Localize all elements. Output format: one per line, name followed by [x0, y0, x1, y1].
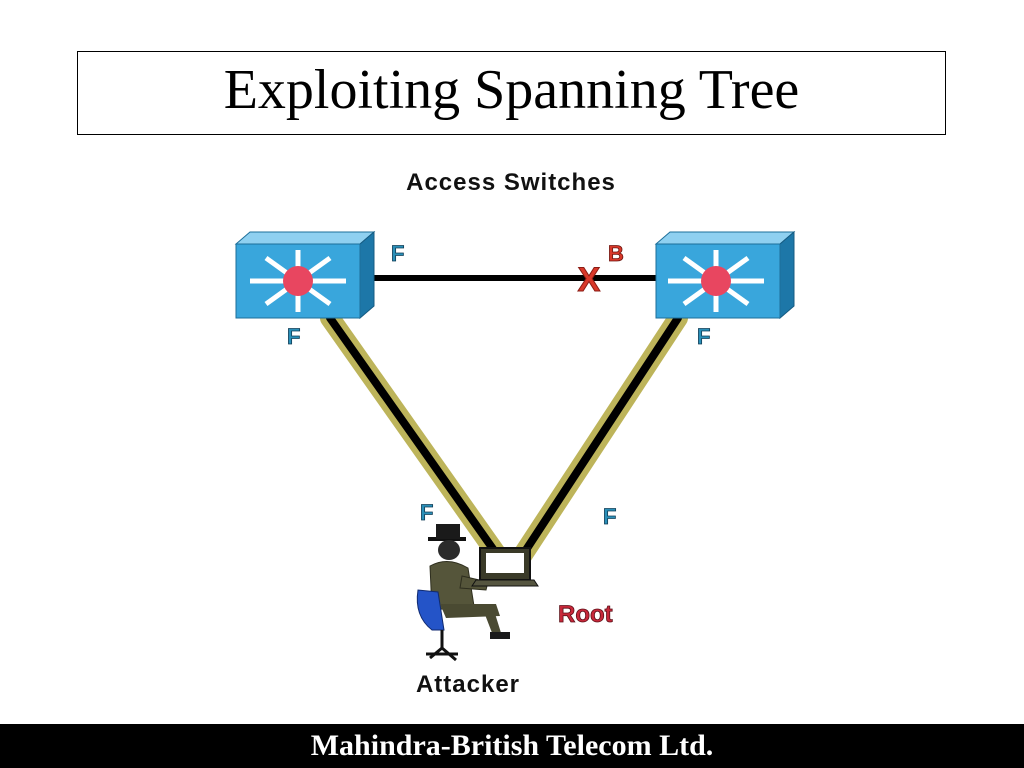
right-trunk-inner [518, 314, 682, 560]
footer-text: Mahindra-British Telecom Ltd. [310, 729, 714, 762]
laptop-icon [471, 547, 539, 587]
left-switch [234, 230, 376, 320]
trunk-links [320, 308, 688, 566]
port-label-left-switch-bottom: F [287, 324, 300, 349]
attacker-label: Attacker [416, 671, 520, 698]
port-label-attacker-right: F [603, 504, 616, 529]
port-label-right-switch-top: B [608, 241, 624, 266]
left-trunk-inner [326, 314, 502, 560]
port-label-attacker-left: F [420, 500, 433, 525]
blocked-port-marker: X [578, 261, 601, 299]
root-label: Root [558, 601, 613, 628]
port-labels: F B F F F F [287, 241, 711, 530]
slide-title: Exploiting Spanning Tree [223, 59, 800, 121]
port-label-right-switch-bottom: F [697, 324, 710, 349]
left-switch-center-icon [283, 266, 313, 296]
diagram-heading: Access Switches [406, 169, 616, 196]
spanning-tree-diagram: Access Switches [234, 169, 796, 698]
footer-bar: Mahindra-British Telecom Ltd. [0, 724, 1024, 768]
right-switch [654, 230, 796, 320]
title-box: Exploiting Spanning Tree [77, 51, 946, 135]
attacker-figure-icon [416, 524, 510, 662]
right-switch-center-icon [701, 266, 731, 296]
port-label-left-switch-top: F [391, 241, 404, 266]
